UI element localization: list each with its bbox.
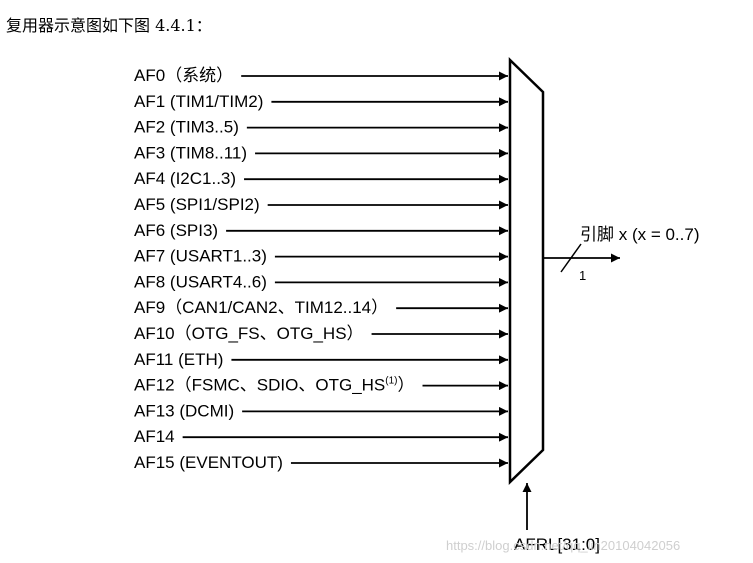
- input-function: (TIM8..11): [165, 143, 247, 162]
- input-name: AF5: [134, 195, 165, 214]
- input-name: AF13: [134, 401, 175, 420]
- input-function: (USART4..6): [165, 272, 267, 291]
- input-function-close: ）: [398, 376, 415, 395]
- input-label-af1: AF1 (TIM1/TIM2): [134, 92, 263, 111]
- input-function: （CAN1/CAN2、TIM12..14）: [165, 298, 388, 317]
- input-label-af0: AF0（系统）: [134, 66, 233, 85]
- input-name: AF14: [134, 427, 175, 446]
- input-function: (SPI3): [165, 221, 218, 240]
- input-function: (USART1..3): [165, 247, 267, 266]
- input-label-af2: AF2 (TIM3..5): [134, 118, 239, 137]
- input-name: AF10: [134, 324, 175, 343]
- input-function: (EVENTOUT): [175, 453, 283, 472]
- input-name: AF4: [134, 169, 165, 188]
- input-function: (ETH): [173, 350, 223, 369]
- input-label-af14: AF14: [134, 427, 175, 446]
- bus-slash: [560, 243, 582, 273]
- input-function: （系统）: [165, 66, 233, 85]
- input-name: AF11: [134, 350, 173, 369]
- bus-width-label: 1: [579, 268, 586, 283]
- input-function: （FSMC、SDIO、OTG_HS: [175, 376, 386, 395]
- input-function: (DCMI): [175, 401, 234, 420]
- input-label-af11: AF11 (ETH): [134, 350, 223, 369]
- input-function: (SPI1/SPI2): [165, 195, 259, 214]
- input-lines: AF0（系统）AF1 (TIM1/TIM2)AF2 (TIM3..5)AF3 (…: [134, 66, 508, 472]
- select-label: AFRL[31:0]: [514, 535, 600, 554]
- input-label-af4: AF4 (I2C1..3): [134, 169, 236, 188]
- input-name: AF15: [134, 453, 175, 472]
- output-label: 引脚 x (x = 0..7): [580, 225, 700, 244]
- input-label-af7: AF7 (USART1..3): [134, 247, 267, 266]
- input-label-af15: AF15 (EVENTOUT): [134, 453, 283, 472]
- mux-block: [508, 57, 545, 485]
- figure-caption: 复用器示意图如下图 4.4.1：: [6, 16, 212, 35]
- input-function: (TIM3..5): [165, 118, 239, 137]
- input-name: AF2: [134, 118, 165, 137]
- input-function: (TIM1/TIM2): [165, 92, 263, 111]
- input-label-af9: AF9（CAN1/CAN2、TIM12..14）: [134, 298, 388, 317]
- input-function: （OTG_FS、OTG_HS）: [175, 324, 364, 343]
- input-label-af8: AF8 (USART4..6): [134, 272, 267, 291]
- footnote-mark: (1): [385, 376, 397, 387]
- input-name: AF6: [134, 221, 165, 240]
- input-name: AF3: [134, 143, 165, 162]
- input-label-af13: AF13 (DCMI): [134, 401, 234, 420]
- input-name: AF7: [134, 247, 165, 266]
- input-name: AF1: [134, 92, 165, 111]
- input-name: AF12: [134, 376, 175, 395]
- watermark: https://blog.csdn.net/qq_lin20104042056: [446, 538, 680, 553]
- input-label-af5: AF5 (SPI1/SPI2): [134, 195, 260, 214]
- input-name: AF8: [134, 272, 165, 291]
- input-name: AF9: [134, 298, 165, 317]
- input-label-af3: AF3 (TIM8..11): [134, 143, 247, 162]
- input-label-af10: AF10（OTG_FS、OTG_HS）: [134, 324, 364, 343]
- input-label-af6: AF6 (SPI3): [134, 221, 218, 240]
- input-function: (I2C1..3): [165, 169, 236, 188]
- input-label-af12: AF12（FSMC、SDIO、OTG_HS(1)）: [134, 376, 415, 395]
- input-name: AF0: [134, 66, 165, 85]
